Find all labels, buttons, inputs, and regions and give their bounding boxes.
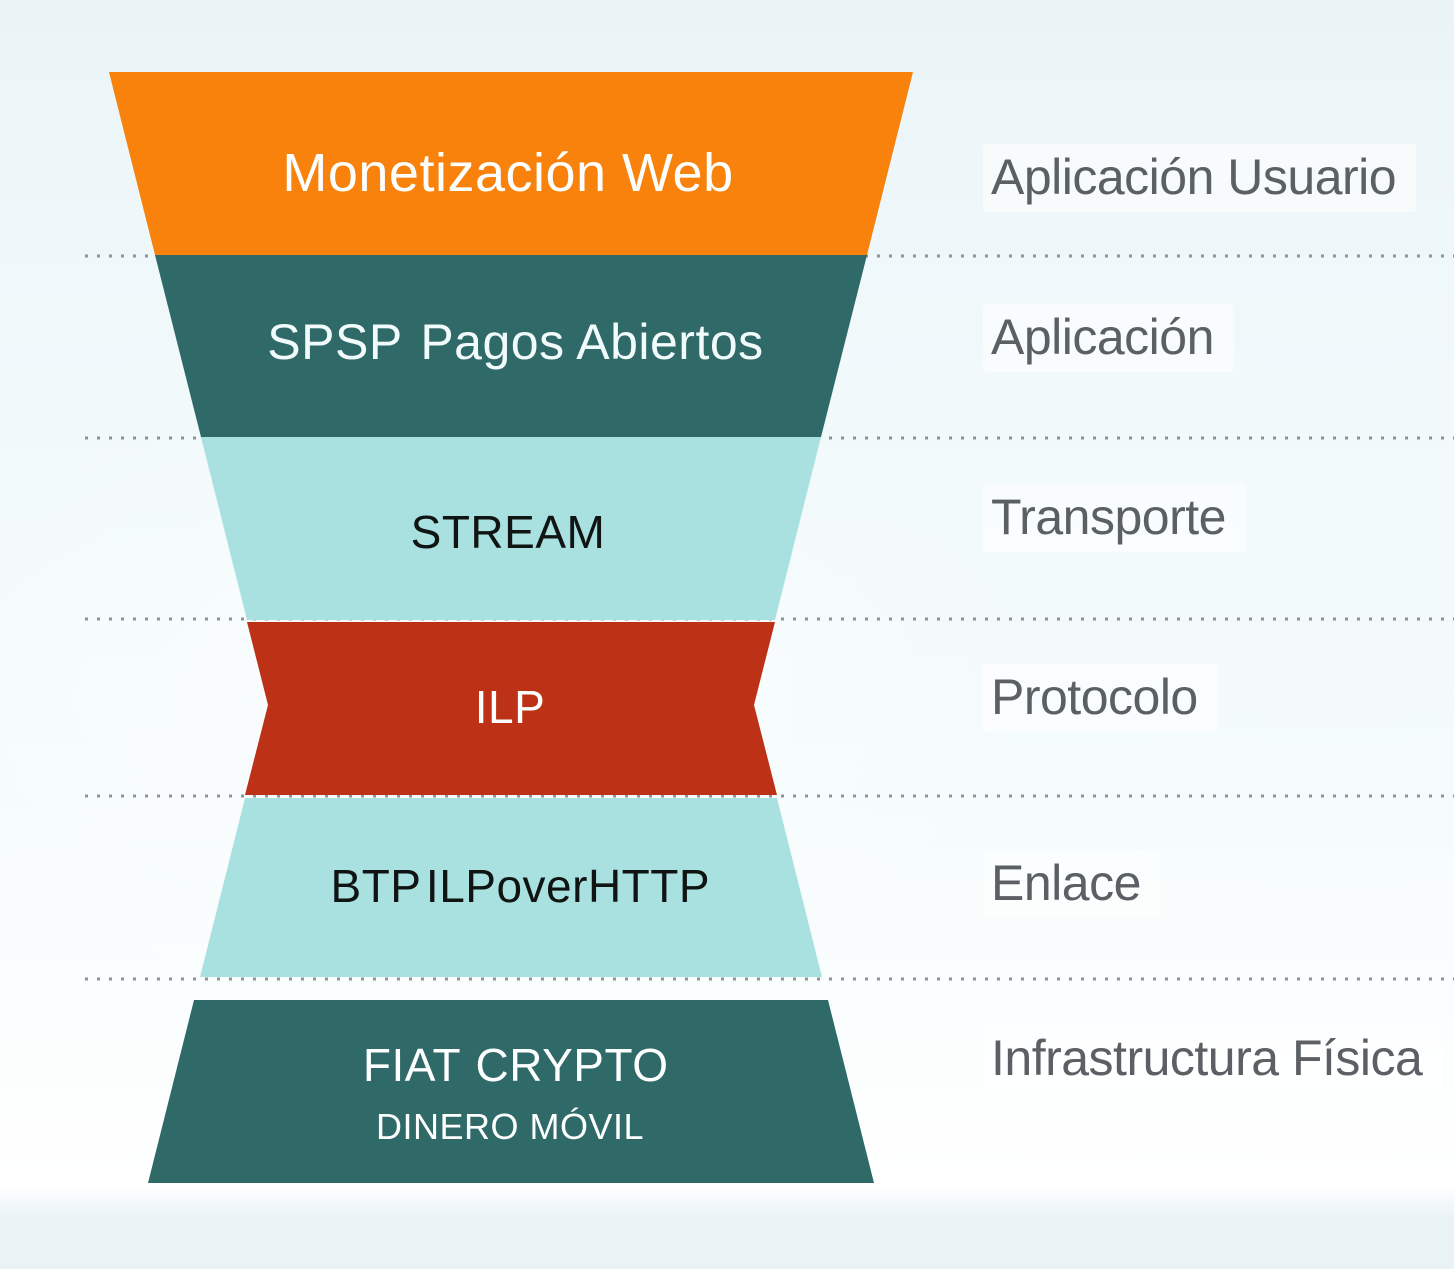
side-label-aplicacion-usuario: Aplicación Usuario <box>983 144 1417 212</box>
layer-ilp-shape <box>245 622 777 795</box>
layer-fiat-label: FIAT <box>363 1039 461 1091</box>
layer-ilpoverhttp-label: ILPoverHTTP <box>426 860 710 912</box>
side-label-aplicacion: Aplicación <box>983 304 1234 372</box>
side-label-infrastructura-fisica: Infrastructura Física <box>983 1025 1443 1093</box>
layer-infra-shape <box>148 1000 874 1183</box>
layer-monetizacion-label: Monetización Web <box>282 143 733 203</box>
layer-stream-label: STREAM <box>411 506 606 558</box>
layer-pagos-abiertos-label: Pagos Abiertos <box>420 314 763 370</box>
side-label-transporte: Transporte <box>983 484 1246 552</box>
layer-btp-shape <box>200 798 822 977</box>
layer-crypto-label: CRYPTO <box>475 1039 668 1091</box>
layer-ilp-label: ILP <box>475 681 546 733</box>
layer-stream-shape <box>201 437 821 620</box>
layer-spsp-shape <box>155 255 867 437</box>
layer-btp-label: BTP <box>331 860 422 912</box>
side-label-enlace: Enlace <box>983 850 1161 918</box>
layer-spsp-label: SPSP <box>267 314 402 370</box>
layer-monetizacion-shape <box>109 72 913 255</box>
side-label-protocolo: Protocolo <box>983 664 1218 732</box>
layer-dinero-movil-label: DINERO MÓVIL <box>376 1106 644 1147</box>
